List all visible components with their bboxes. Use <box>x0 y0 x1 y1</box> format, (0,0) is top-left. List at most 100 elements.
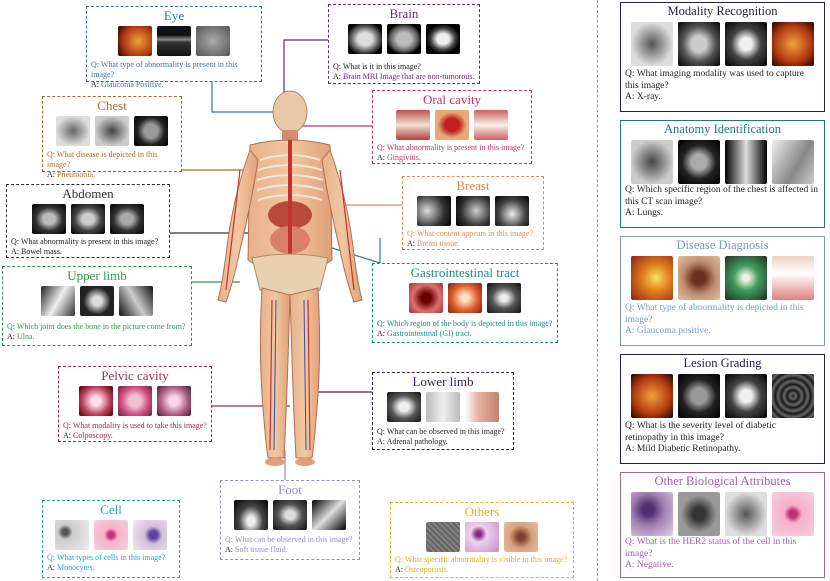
mammogram-thumb-3 <box>495 196 529 226</box>
lower-limb-question: Q: What can be observed in this image? <box>377 427 505 436</box>
abdomen-ct-thumb-1 <box>32 204 66 234</box>
abdomen-answer-prefix: A: <box>11 247 21 256</box>
breast-card: Breast Q: What content appears in this i… <box>402 176 544 250</box>
breast-question: Q: What content appears in this image? <box>407 229 534 238</box>
eye-connector <box>211 82 290 113</box>
disease-title: Disease Diagnosis <box>676 238 769 252</box>
cell-answer: Monocytes. <box>57 563 95 572</box>
other-bio-cell-thumb <box>772 492 814 536</box>
lesion-angio-thumb <box>772 374 814 418</box>
anatomy-ct-thumb <box>678 140 720 184</box>
others-answer-prefix: A: <box>395 565 405 574</box>
brain-answer-prefix: A: <box>333 72 343 81</box>
abdomen-ct-thumb-2 <box>71 204 105 234</box>
chest-title: Chest <box>97 98 127 113</box>
foot-title: Foot <box>278 482 302 497</box>
foot-answer: Soft tissue fluid. <box>235 545 288 554</box>
lower-limb-answer-prefix: A: <box>377 437 387 446</box>
bone-xray-thumb-2 <box>80 286 114 316</box>
eye-question: Q: What type of abnormality is present i… <box>91 60 238 79</box>
disease-question: Q: What type of abnormality is depicted … <box>625 303 804 325</box>
foot-question: Q: What can be observed in this image? <box>225 535 353 544</box>
mammogram-thumb-2 <box>456 196 490 226</box>
upper-limb-answer-prefix: A: <box>7 332 17 341</box>
gi-xray-thumb <box>487 283 521 313</box>
abdomen-answer: Bowel mass. <box>21 247 62 256</box>
pelvic-title: Pelvic cavity <box>101 368 169 383</box>
eye-gray-thumb <box>196 26 230 56</box>
cell-card: Cell Q: What types of cells in this imag… <box>42 500 180 578</box>
cell-thumb-2 <box>94 520 128 550</box>
texture-thumb <box>426 522 460 552</box>
chest-xray-thumb-1 <box>56 116 90 146</box>
disease-answer: A: Glaucoma positive. <box>625 326 711 336</box>
cell-question: Q: What types of cells in this image? <box>47 553 166 562</box>
cell-answer-prefix: A: <box>47 563 57 572</box>
gi-question: Q: Which region of the body is depicted … <box>377 319 553 328</box>
cell-thumb-1 <box>55 520 89 550</box>
oral-answer-prefix: A: <box>377 153 387 162</box>
breast-answer: Breast tissue. <box>417 239 460 248</box>
brain-answer: Brain MRI Image that are non-tumorous. <box>343 72 475 81</box>
colposcopy-thumb-2 <box>118 386 152 416</box>
chest-answer: Pneumonia. <box>57 170 95 179</box>
pelvic-answer-prefix: A: <box>63 431 73 440</box>
anatomy-card: Anatomy Identification Q: Which specific… <box>620 120 825 228</box>
lesion-question: Q: What is the severity level of diabeti… <box>625 421 776 443</box>
lesion-mri-thumb <box>725 374 767 418</box>
breast-answer-prefix: A: <box>407 239 417 248</box>
anatomy-question: Q: Which specific region of the chest is… <box>625 185 819 207</box>
disease-card: Disease Diagnosis Q: What type of abnorm… <box>620 236 825 346</box>
others-question: Q: What specific abnormality is visible … <box>395 555 568 564</box>
lesion-title: Lesion Grading <box>683 356 762 370</box>
disease-endoscopy-thumb <box>725 256 767 300</box>
gum-thumb-1 <box>396 110 430 140</box>
mouth-thumb <box>435 110 469 140</box>
gum-thumb-2 <box>474 110 508 140</box>
modality-card: Modality Recognition Q: What imaging mod… <box>620 2 825 112</box>
panel-divider <box>597 0 598 581</box>
upper-limb-answer: Ulna. <box>17 332 35 341</box>
others-card: Others Q: What specific abnormality is v… <box>390 502 574 578</box>
brain-mri-thumb-3 <box>426 24 460 54</box>
anatomy-xray-thumb <box>631 140 673 184</box>
oral-card: Oral cavity Q: What abnormality is prese… <box>372 90 532 164</box>
other-bio-xray-thumb <box>725 492 767 536</box>
brain-mri-thumb-1 <box>348 24 382 54</box>
other-bio-card: Other Biological Attributes Q: What is t… <box>620 472 825 578</box>
abdomen-card: Abdomen Q: What abnormality is present i… <box>6 184 170 258</box>
chest-answer-prefix: A: <box>47 170 57 179</box>
eye-card: Eye Q: What type of abnormality is prese… <box>86 6 262 89</box>
other-bio-answer: A: Negative. <box>625 560 674 570</box>
gi-title: Gastrointestinal tract <box>410 265 520 280</box>
brain-connector <box>283 39 328 100</box>
anatomy-answer: A: Lungs. <box>625 208 663 218</box>
gi-answer-prefix: A: <box>377 329 387 338</box>
fundus-thumb <box>118 26 152 56</box>
upper-limb-title: Upper limb <box>67 268 127 283</box>
modality-title: Modality Recognition <box>667 4 778 18</box>
upper-limb-question: Q: Which joint does the bone in the pict… <box>7 322 186 331</box>
other-bio-histology-thumb <box>631 492 673 536</box>
disease-teeth-thumb <box>772 256 814 300</box>
brain-mri-thumb-2 <box>387 24 421 54</box>
foot-answer-prefix: A: <box>225 545 235 554</box>
other-bio-question: Q: What is the HER2 status of the cell i… <box>625 537 797 559</box>
leg-photo-thumb <box>465 392 499 422</box>
disease-fundus-thumb <box>631 256 673 300</box>
anatomy-limb-thumb <box>772 140 814 184</box>
brain-question: Q: What is it in this image? <box>333 62 421 71</box>
anatomy-title: Anatomy Identification <box>664 122 781 136</box>
knee-mri-thumb <box>387 392 421 422</box>
bone-xray-thumb-1 <box>41 286 75 316</box>
bone-xray-thumb-3 <box>119 286 153 316</box>
abdomen-ct-thumb-3 <box>110 204 144 234</box>
lesion-answer: A: Mild Diabetic Retinopathy. <box>625 444 741 454</box>
cell-title: Cell <box>100 502 122 517</box>
lower-limb-title: Lower limb <box>412 374 474 389</box>
lesion-ct-thumb <box>678 374 720 418</box>
modality-ct-thumb <box>725 22 767 66</box>
endoscopy-thumb-2 <box>448 283 482 313</box>
colposcopy-thumb-3 <box>157 386 191 416</box>
